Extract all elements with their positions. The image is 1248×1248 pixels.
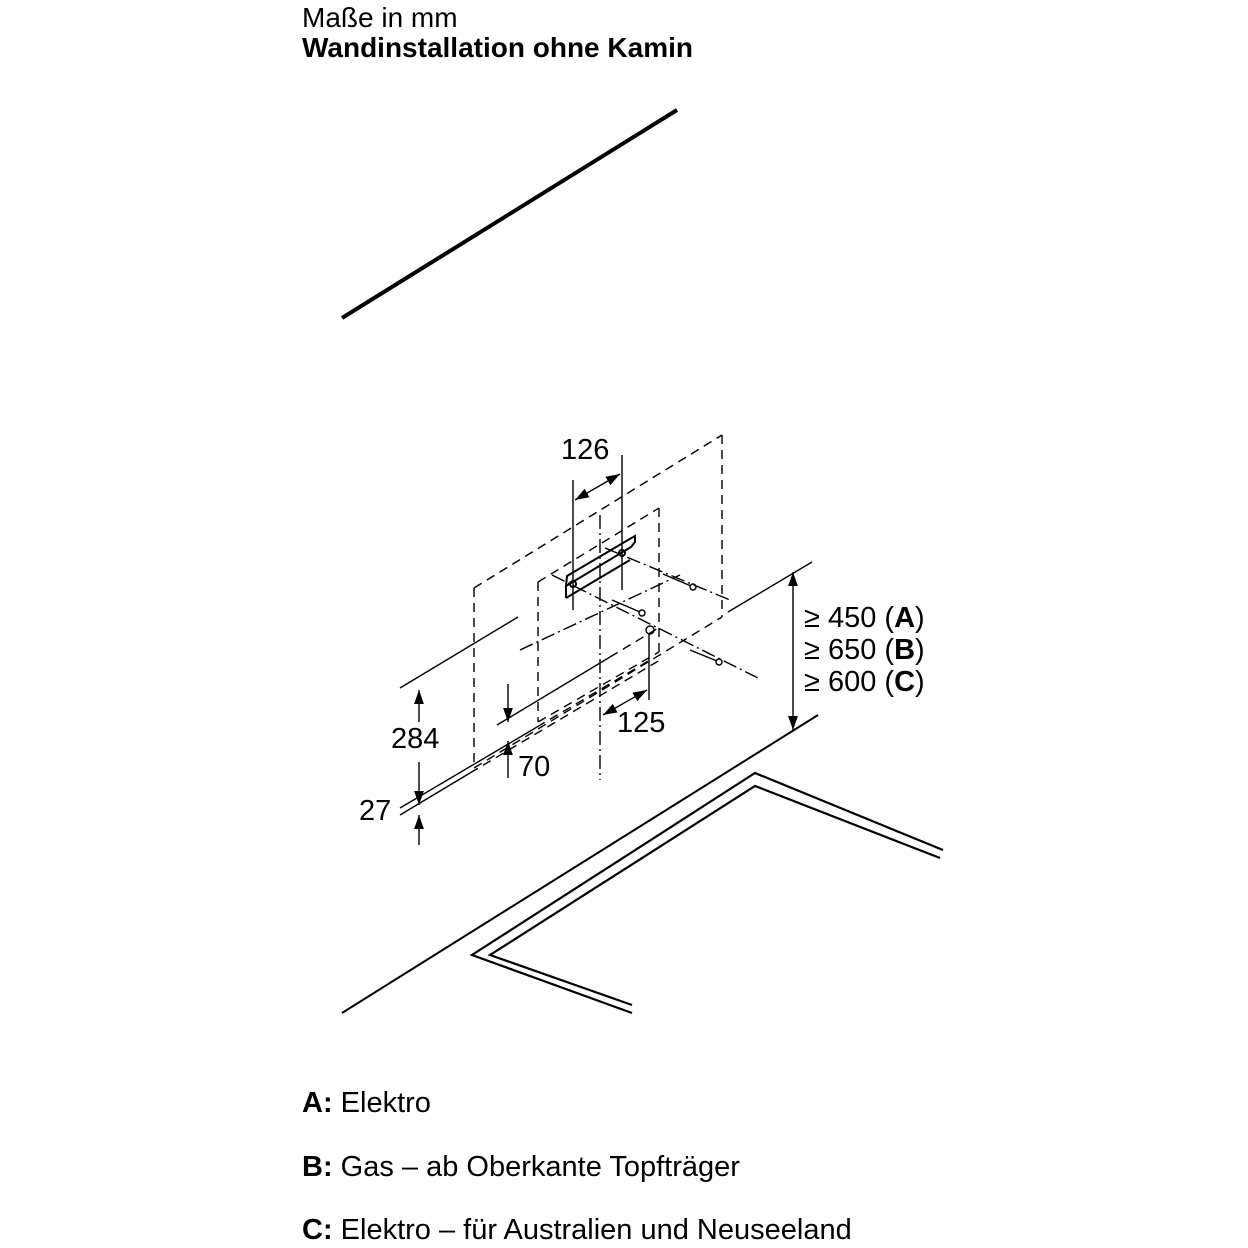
reference-lines-dashed (469, 626, 661, 774)
dimension-126 (572, 455, 623, 610)
worktop-edge (341, 714, 819, 1014)
legend-key: A: (302, 1087, 333, 1119)
dim-label-284: 284 (391, 723, 440, 755)
legend-text: Elektro – für Australien und Neuseeland (340, 1214, 852, 1246)
clearance-b: ≥ 650 (B) (804, 634, 925, 667)
clearance-c: ≥ 600 (C) (804, 666, 925, 699)
wall-top-edge (340, 108, 679, 320)
screws (611, 573, 723, 666)
paren: ) (915, 666, 925, 698)
center-lines (519, 515, 759, 780)
dim-label-126: 126 (561, 434, 610, 466)
hood-outline-outer (473, 434, 723, 769)
clearance-c-key: C (894, 666, 916, 698)
legend-item-c: C: Elektro – für Australien und Neuseela… (302, 1214, 852, 1247)
clearance-a-value: ≥ 450 ( (804, 602, 895, 634)
hood-outline-inner (537, 507, 660, 723)
units-note: Maße in mm (302, 2, 458, 33)
legend-text: Elektro (340, 1087, 431, 1119)
legend-key: B: (302, 1151, 333, 1183)
page-title: Wandinstallation ohne Kamin (302, 32, 693, 63)
clearance-a-key: A (894, 602, 916, 634)
dim-label-125: 125 (617, 707, 666, 739)
clearance-b-key: B (894, 634, 916, 666)
hob (469, 771, 944, 1015)
clearance-c-value: ≥ 600 ( (804, 666, 895, 698)
legend-item-b: B: Gas – ab Oberkante Topfträger (302, 1151, 740, 1184)
clearance-a: ≥ 450 (A) (804, 602, 925, 635)
paren: ) (915, 602, 925, 634)
legend-text: Gas – ab Oberkante Topfträger (340, 1151, 740, 1183)
dimension-125 (602, 633, 650, 716)
dim-label-27: 27 (359, 795, 392, 827)
legend-key: C: (302, 1214, 333, 1246)
paren: ) (915, 634, 925, 666)
clearance-b-value: ≥ 650 ( (804, 634, 895, 666)
legend-item-a: A: Elektro (302, 1087, 431, 1120)
dim-label-70: 70 (518, 751, 551, 783)
